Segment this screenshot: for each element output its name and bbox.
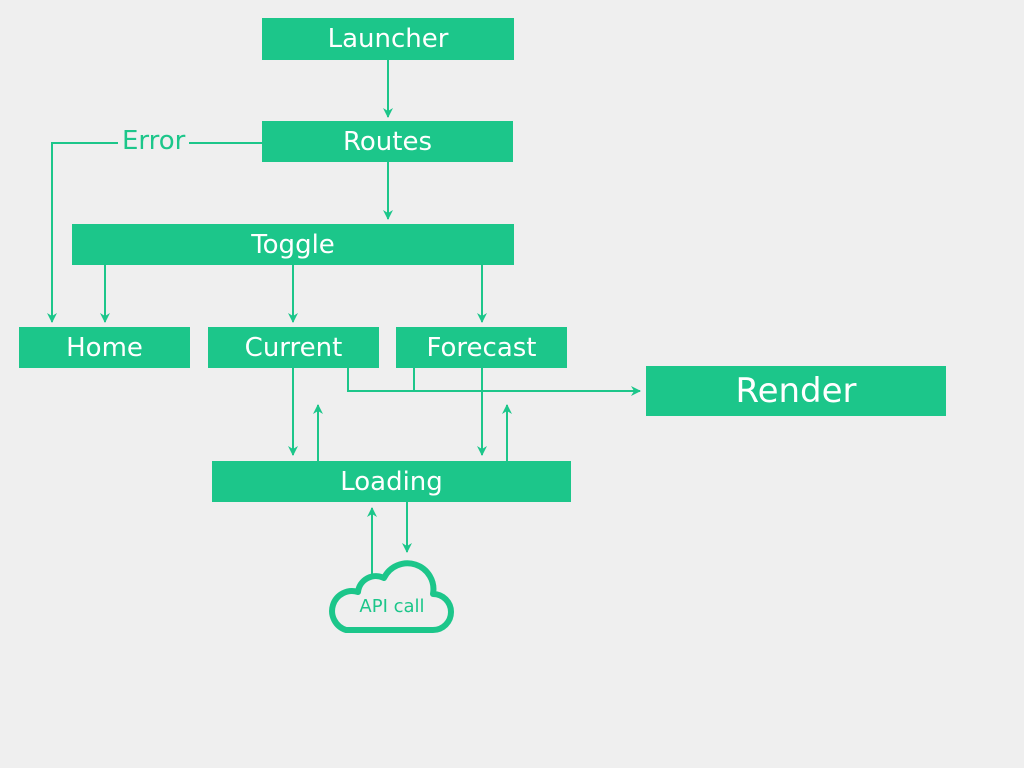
cloud-icon: [329, 560, 454, 633]
loading-node: Loading: [212, 461, 571, 502]
current-label: Current: [244, 332, 343, 363]
launcher-node: Launcher: [262, 18, 514, 60]
routes-node: Routes: [262, 121, 513, 162]
toggle-label: Toggle: [251, 229, 335, 260]
error-edge-label: Error: [118, 128, 190, 154]
home-label: Home: [66, 332, 143, 363]
forecast-label: Forecast: [426, 332, 537, 363]
current-node: Current: [208, 327, 379, 368]
api-call-label: API call: [359, 596, 425, 617]
loading-label: Loading: [340, 466, 443, 497]
forecast-node: Forecast: [396, 327, 567, 368]
edge-routes-error-to-home: [47, 142, 262, 323]
toggle-node: Toggle: [72, 224, 514, 265]
launcher-label: Launcher: [327, 24, 449, 54]
routes-label: Routes: [342, 126, 433, 157]
home-node: Home: [19, 327, 190, 368]
render-label: Render: [735, 371, 857, 411]
edge-current-to-render: [347, 368, 641, 396]
render-node: Render: [646, 366, 946, 416]
